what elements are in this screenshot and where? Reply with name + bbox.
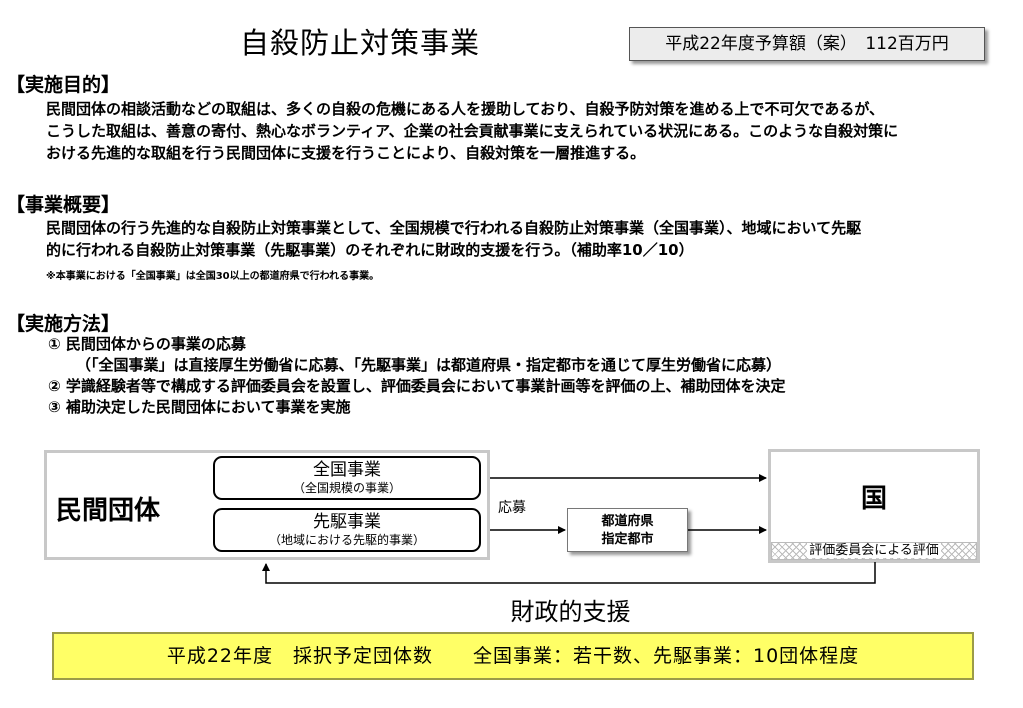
national-project-box: 全国事業 （全国規模の事業） (213, 456, 481, 500)
purpose-line-3: おける先進的な取組を行う民間団体に支援を行うことにより、自殺対策を一層推進する。 (46, 144, 646, 162)
page-title: 自殺防止対策事業 (239, 26, 480, 60)
prefecture-label: 都道府県 (601, 514, 654, 529)
overview-line-1: 民間団体の行う先進的な自殺防止対策事業として、全国規模で行われる自殺防止対策事業… (46, 219, 862, 237)
pioneer-project-subtitle: （地域における先駆的事業） (268, 533, 425, 547)
national-project-subtitle: （全国規模の事業） (292, 481, 401, 495)
national-project-title: 全国事業 (313, 460, 381, 480)
summary-band: 平成22年度 採択予定団体数 全国事業：若干数、先駆事業：10団体程度 (52, 632, 974, 680)
overview-heading: 【事業概要】 (6, 194, 121, 216)
method-item-1-detail: （「全国事業」は直接厚生労働省に応募、「先駆事業」は都道府県・指定都市を通じて厚… (76, 356, 782, 374)
method-item-3: ③ 補助決定した民間団体において事業を実施 (48, 398, 351, 416)
evaluation-label: 評価委員会による評価 (807, 543, 941, 558)
pioneer-project-box: 先駆事業 （地域における先駆的事業） (213, 508, 481, 552)
private-org-label: 民間団体 (56, 496, 161, 526)
financial-support-arrow (262, 562, 876, 584)
purpose-line-1: 民間団体の相談活動などの取組は、多くの自殺の危機にある人を援助しており、自殺予防… (46, 100, 885, 118)
pioneer-project-title: 先駆事業 (313, 512, 381, 532)
prefecture-box: 都道府県 指定都市 (567, 508, 688, 552)
evaluation-strip: 評価委員会による評価 (771, 542, 977, 560)
overview-line-2: 的に行われる自殺防止対策事業（先駆事業）のそれぞれに財政的支援を行う。（補助率1… (46, 241, 694, 259)
method-item-1: ① 民間団体からの事業の応募 (48, 335, 246, 353)
budget-box: 平成22年度予算額（案） 112百万円 (629, 27, 985, 61)
purpose-heading: 【実施目的】 (6, 74, 121, 96)
financial-support-label: 財政的支援 (510, 598, 631, 626)
country-label: 国 (860, 484, 887, 514)
method-item-2: ② 学識経験者等で構成する評価委員会を設置し、評価委員会において事業計画等を評価… (48, 377, 786, 395)
method-heading: 【実施方法】 (6, 313, 121, 335)
purpose-line-2: こうした取組は、善意の寄付、熱心なボランティア、企業の社会貢献事業に支えられてい… (46, 122, 899, 140)
apply-label: 応募 (498, 500, 526, 516)
designated-city-label: 指定都市 (601, 532, 654, 547)
overview-note: ※本事業における「全国事業」は全国30以上の都道府県で行われる事業。 (46, 271, 380, 282)
